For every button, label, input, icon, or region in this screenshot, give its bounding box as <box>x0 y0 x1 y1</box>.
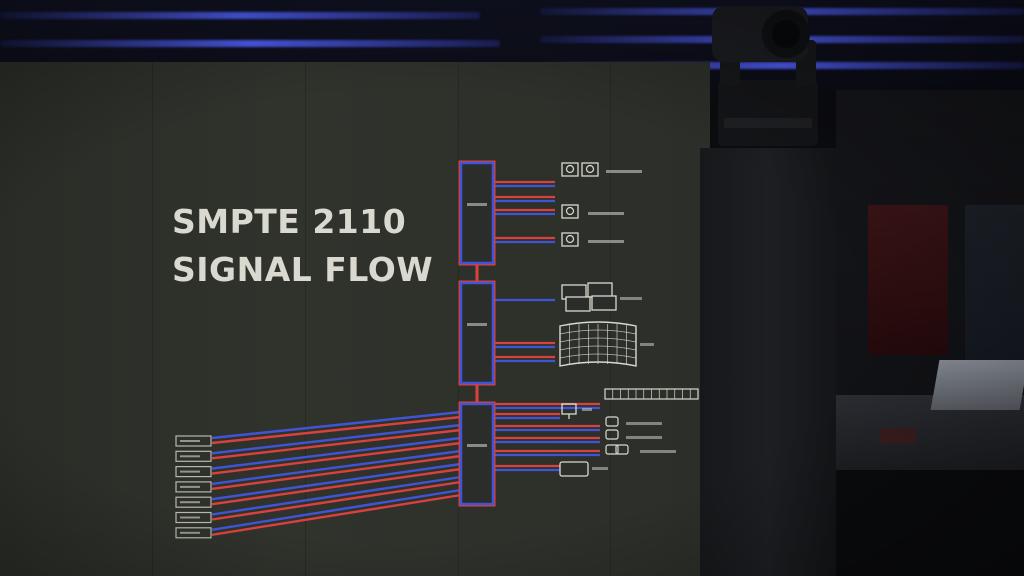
device-label-mark <box>606 170 642 173</box>
device-label-mark <box>588 212 624 215</box>
ptz-camera-lens-icon <box>565 206 575 216</box>
network-switches <box>458 160 496 507</box>
device-label-mark <box>626 436 662 439</box>
switch-label-mark <box>467 323 487 326</box>
ptz-camera-icon <box>581 162 599 177</box>
video-wall-grid-line <box>559 329 637 335</box>
device-label-mark <box>626 422 662 425</box>
input-source-box <box>175 435 212 447</box>
camera-base <box>718 80 818 146</box>
switch-outline-red <box>458 401 496 507</box>
monitor-icon <box>565 296 591 312</box>
speaker-icon <box>605 444 619 455</box>
booth-window <box>965 205 1024 380</box>
camera-pedestal <box>700 148 836 576</box>
projected-title: SMPTE 2110 SIGNAL FLOW <box>172 198 472 294</box>
desk-device <box>880 428 916 444</box>
ceiling-light-strip <box>540 62 1024 69</box>
mixing-console <box>930 360 1024 410</box>
output-devices <box>559 162 699 477</box>
ptz-camera <box>712 6 818 146</box>
projection-wall <box>0 62 710 576</box>
title-line-2: SIGNAL FLOW <box>172 250 434 289</box>
input-link-red <box>211 454 462 491</box>
signal-links <box>211 180 600 536</box>
camera-base-band <box>724 118 812 128</box>
input-source-label-mark <box>180 470 200 473</box>
input-link-blue <box>211 436 462 470</box>
video-wall-icon <box>559 321 637 367</box>
input-source-label-mark <box>180 501 200 504</box>
device-label-mark <box>582 408 592 411</box>
input-link-red <box>211 415 462 445</box>
input-source-label-mark <box>180 531 200 534</box>
switch-label-mark <box>467 203 487 206</box>
input-source-box <box>175 481 212 493</box>
network-switch <box>459 281 495 385</box>
input-link-red <box>211 493 462 536</box>
video-wall-grid-line <box>559 353 637 359</box>
ptz-camera-icon <box>561 232 579 247</box>
speaker-icon <box>605 416 619 427</box>
input-link-red <box>211 480 462 521</box>
device-label-mark <box>620 297 642 300</box>
ptz-camera-lens-icon <box>565 164 575 174</box>
speaker-icon <box>605 429 619 440</box>
title-line-1: SMPTE 2110 <box>172 202 407 241</box>
switch-label-mark <box>467 444 487 447</box>
input-link-red <box>211 441 462 475</box>
ptz-camera-lens-icon <box>565 234 575 244</box>
monitor-icon <box>591 295 617 311</box>
input-link-red <box>211 428 462 460</box>
input-source-box <box>175 450 212 462</box>
ptz-camera-icon <box>561 162 579 177</box>
speaker-icon <box>615 444 629 455</box>
switch-outline-red <box>458 160 496 266</box>
switch-outline-red <box>458 280 496 386</box>
video-wall-outline <box>559 321 637 367</box>
led-strip-icon <box>604 388 699 400</box>
input-source-label-mark <box>180 455 200 458</box>
device-label-mark <box>640 450 676 453</box>
network-switch <box>459 161 495 265</box>
wall-seam <box>305 62 306 576</box>
ptz-camera-lens-icon <box>585 164 595 174</box>
device-label-mark <box>592 467 608 470</box>
camera-lens-inner <box>772 20 800 48</box>
device-label-mark <box>640 343 654 346</box>
device-label-mark <box>588 240 624 243</box>
input-source-box <box>175 511 212 524</box>
input-link-blue <box>211 423 462 455</box>
input-source-box <box>175 527 212 539</box>
input-source-label-mark <box>180 440 200 442</box>
ceiling-light-strip <box>0 40 500 47</box>
input-link-red <box>211 467 462 506</box>
wall-seam <box>152 62 153 576</box>
ceiling-light-strip <box>0 12 480 19</box>
input-source-label-mark <box>180 485 200 488</box>
ptz-camera-icon <box>561 204 579 219</box>
input-source-box <box>175 496 212 508</box>
booth-red-screen <box>868 205 948 355</box>
video-wall-grid-line <box>559 345 637 351</box>
input-sources <box>175 435 212 539</box>
input-source-label-mark <box>180 516 200 519</box>
input-link-blue <box>211 475 462 516</box>
input-source-box <box>175 466 212 478</box>
display-panel-icon <box>559 461 589 477</box>
wall-seam <box>610 62 611 576</box>
video-wall-grid-line <box>559 337 637 343</box>
monitor-icon <box>587 282 613 298</box>
input-link-blue <box>211 488 462 531</box>
input-link-blue <box>211 462 462 501</box>
input-link-blue <box>211 410 462 440</box>
network-switch <box>459 402 495 506</box>
floor <box>836 470 1024 576</box>
input-link-blue <box>211 449 462 486</box>
